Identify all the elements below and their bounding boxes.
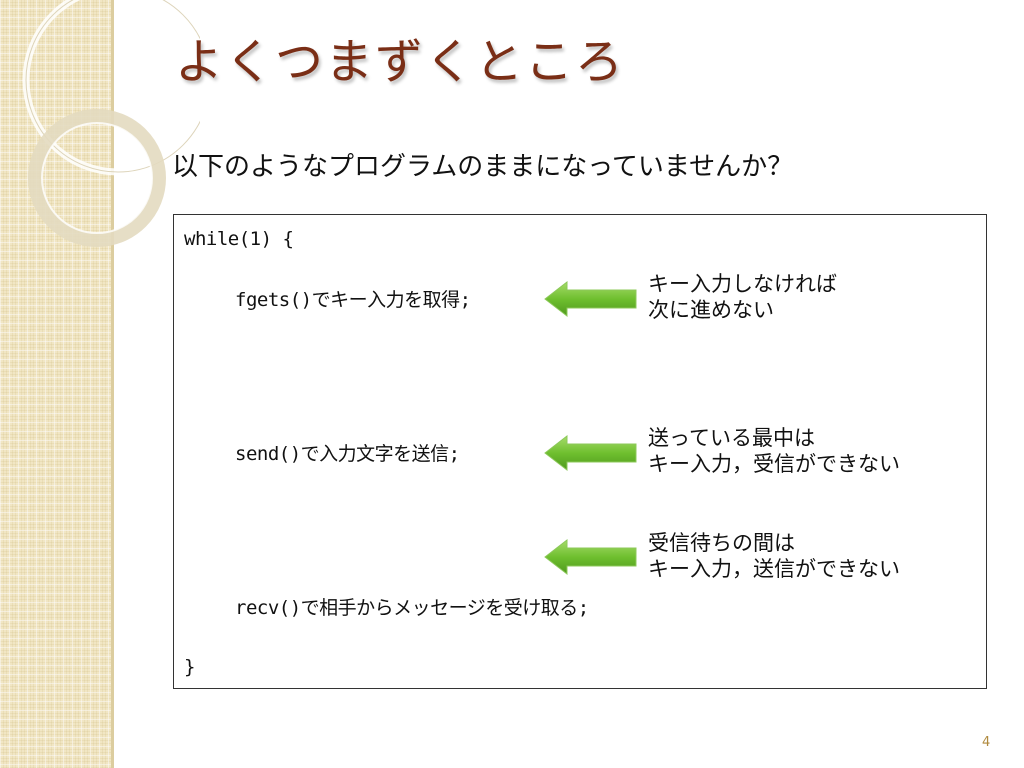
note-line: 受信待ちの間は bbox=[648, 531, 795, 555]
left-arrow-icon bbox=[544, 434, 637, 472]
note-send: 送っている最中は キー入力，受信ができない bbox=[648, 425, 900, 477]
sidebar-edge bbox=[111, 0, 114, 768]
code-box: while(1) { fgets()でキー入力を取得; send()で入力文字を… bbox=[173, 214, 987, 689]
code-line-recv: recv()で相手からメッセージを受け取る; bbox=[235, 597, 589, 619]
code-line-send: send()で入力文字を送信; bbox=[235, 443, 460, 465]
decorative-circles bbox=[22, 0, 200, 247]
left-arrow-icon bbox=[544, 538, 637, 576]
code-line-close: } bbox=[184, 656, 195, 678]
code-line-fgets: fgets()でキー入力を取得; bbox=[235, 289, 471, 311]
note-line: 次に進めない bbox=[648, 298, 774, 322]
code-line-while: while(1) { bbox=[184, 228, 294, 250]
note-line: キー入力，送信ができない bbox=[648, 557, 900, 581]
page-number: 4 bbox=[982, 735, 991, 750]
note-line: キー入力，受信ができない bbox=[648, 452, 900, 476]
note-line: 送っている最中は bbox=[648, 426, 815, 450]
left-arrow-icon bbox=[544, 280, 637, 318]
note-line: キー入力しなければ bbox=[648, 272, 837, 296]
slide-subtitle: 以下のようなプログラムのままになっていませんか？ bbox=[172, 152, 794, 182]
note-fgets: キー入力しなければ 次に進めない bbox=[648, 271, 837, 323]
note-recv: 受信待ちの間は キー入力，送信ができない bbox=[648, 530, 900, 582]
slide-title: よくつまずくところ bbox=[175, 34, 626, 90]
